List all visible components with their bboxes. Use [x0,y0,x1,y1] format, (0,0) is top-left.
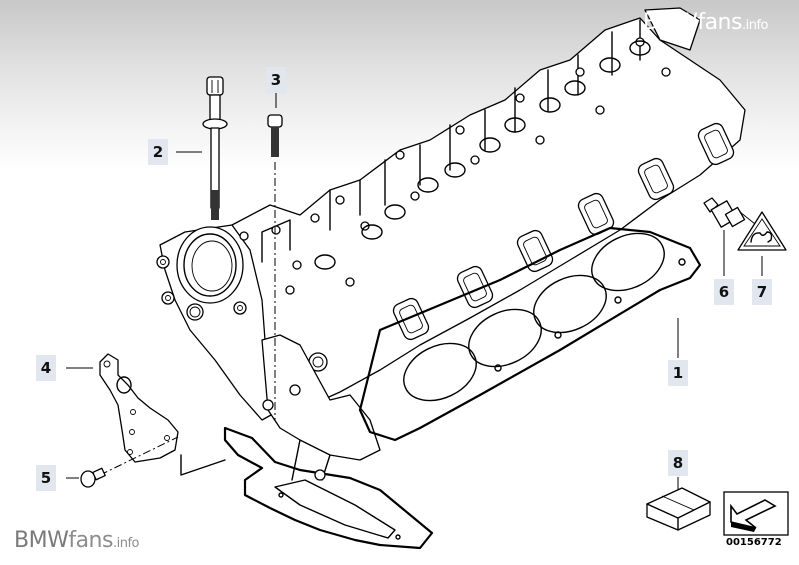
watermark-brand-a: BMW [14,528,69,553]
head-gasket [358,226,702,442]
reference-arrow-box [723,491,789,536]
part-number-label: 00156772 [726,537,782,548]
watermark-top-right: BMWfans.info [643,10,768,35]
watermark-bottom-left: BMWfans.info [14,528,139,553]
callout-7[interactable]: 7 [752,279,772,305]
head-bolt [202,76,228,220]
valve-openings [314,40,651,270]
hex-bolt [267,114,283,420]
watermark-suffix: .info [112,536,140,551]
cam-bearing-towers [261,19,641,263]
watermark-brand: BMWfans [643,10,742,35]
front-cover-gasket [223,426,434,550]
callout-2[interactable]: 2 [148,139,168,165]
leader-lines [66,93,763,490]
callout-3[interactable]: 3 [266,67,286,93]
callout-4[interactable]: 4 [36,355,56,381]
callout-5[interactable]: 5 [36,465,56,491]
warning-symbol [737,211,787,251]
callout-1[interactable]: 1 [668,360,688,386]
callout-6[interactable]: 6 [714,279,734,305]
bracket-bolt [80,467,106,488]
watermark-brand-b: fans [68,528,113,553]
lifting-bracket [99,353,226,476]
deck-bolts [239,37,671,295]
exhaust-ports [392,122,735,341]
gasket-set-box [646,487,711,531]
callout-8[interactable]: 8 [668,450,688,476]
cylinder-head [156,7,746,481]
temperature-sensor [703,197,761,229]
watermark-suffix: .info [741,18,769,33]
